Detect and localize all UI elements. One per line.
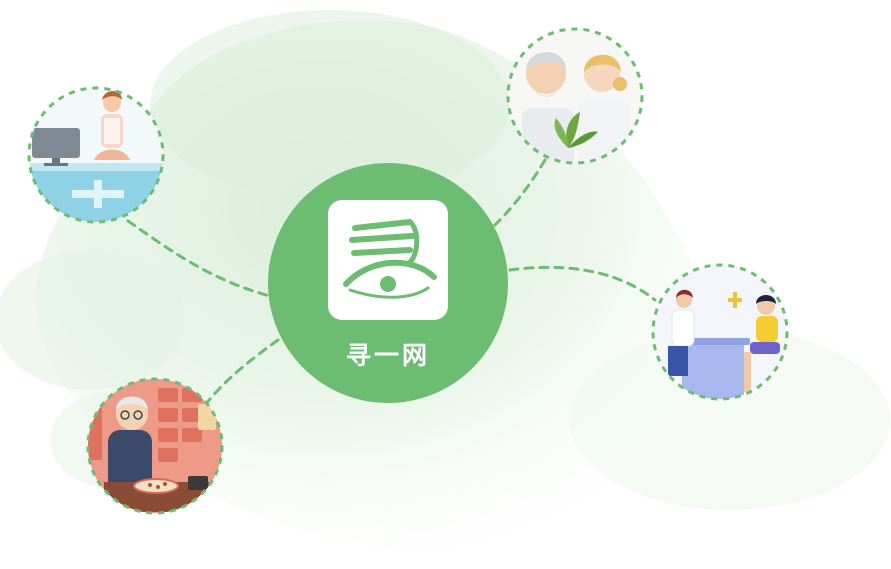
hub-label: 寻一网 <box>345 341 430 370</box>
connector-consultation <box>508 265 657 302</box>
eye-logo-icon <box>343 219 437 299</box>
pharmacist-at-counter-icon[interactable] <box>20 86 180 238</box>
connector-doctors <box>493 158 547 227</box>
doctor-patient-consultation-icon[interactable] <box>651 263 789 402</box>
app-logo-tile <box>328 200 448 320</box>
connector-lines <box>126 158 657 407</box>
connector-herbalist <box>203 338 280 407</box>
eye-pupil-icon <box>380 276 396 292</box>
hub-node[interactable] <box>268 163 508 403</box>
connector-pharmacy <box>126 219 272 298</box>
